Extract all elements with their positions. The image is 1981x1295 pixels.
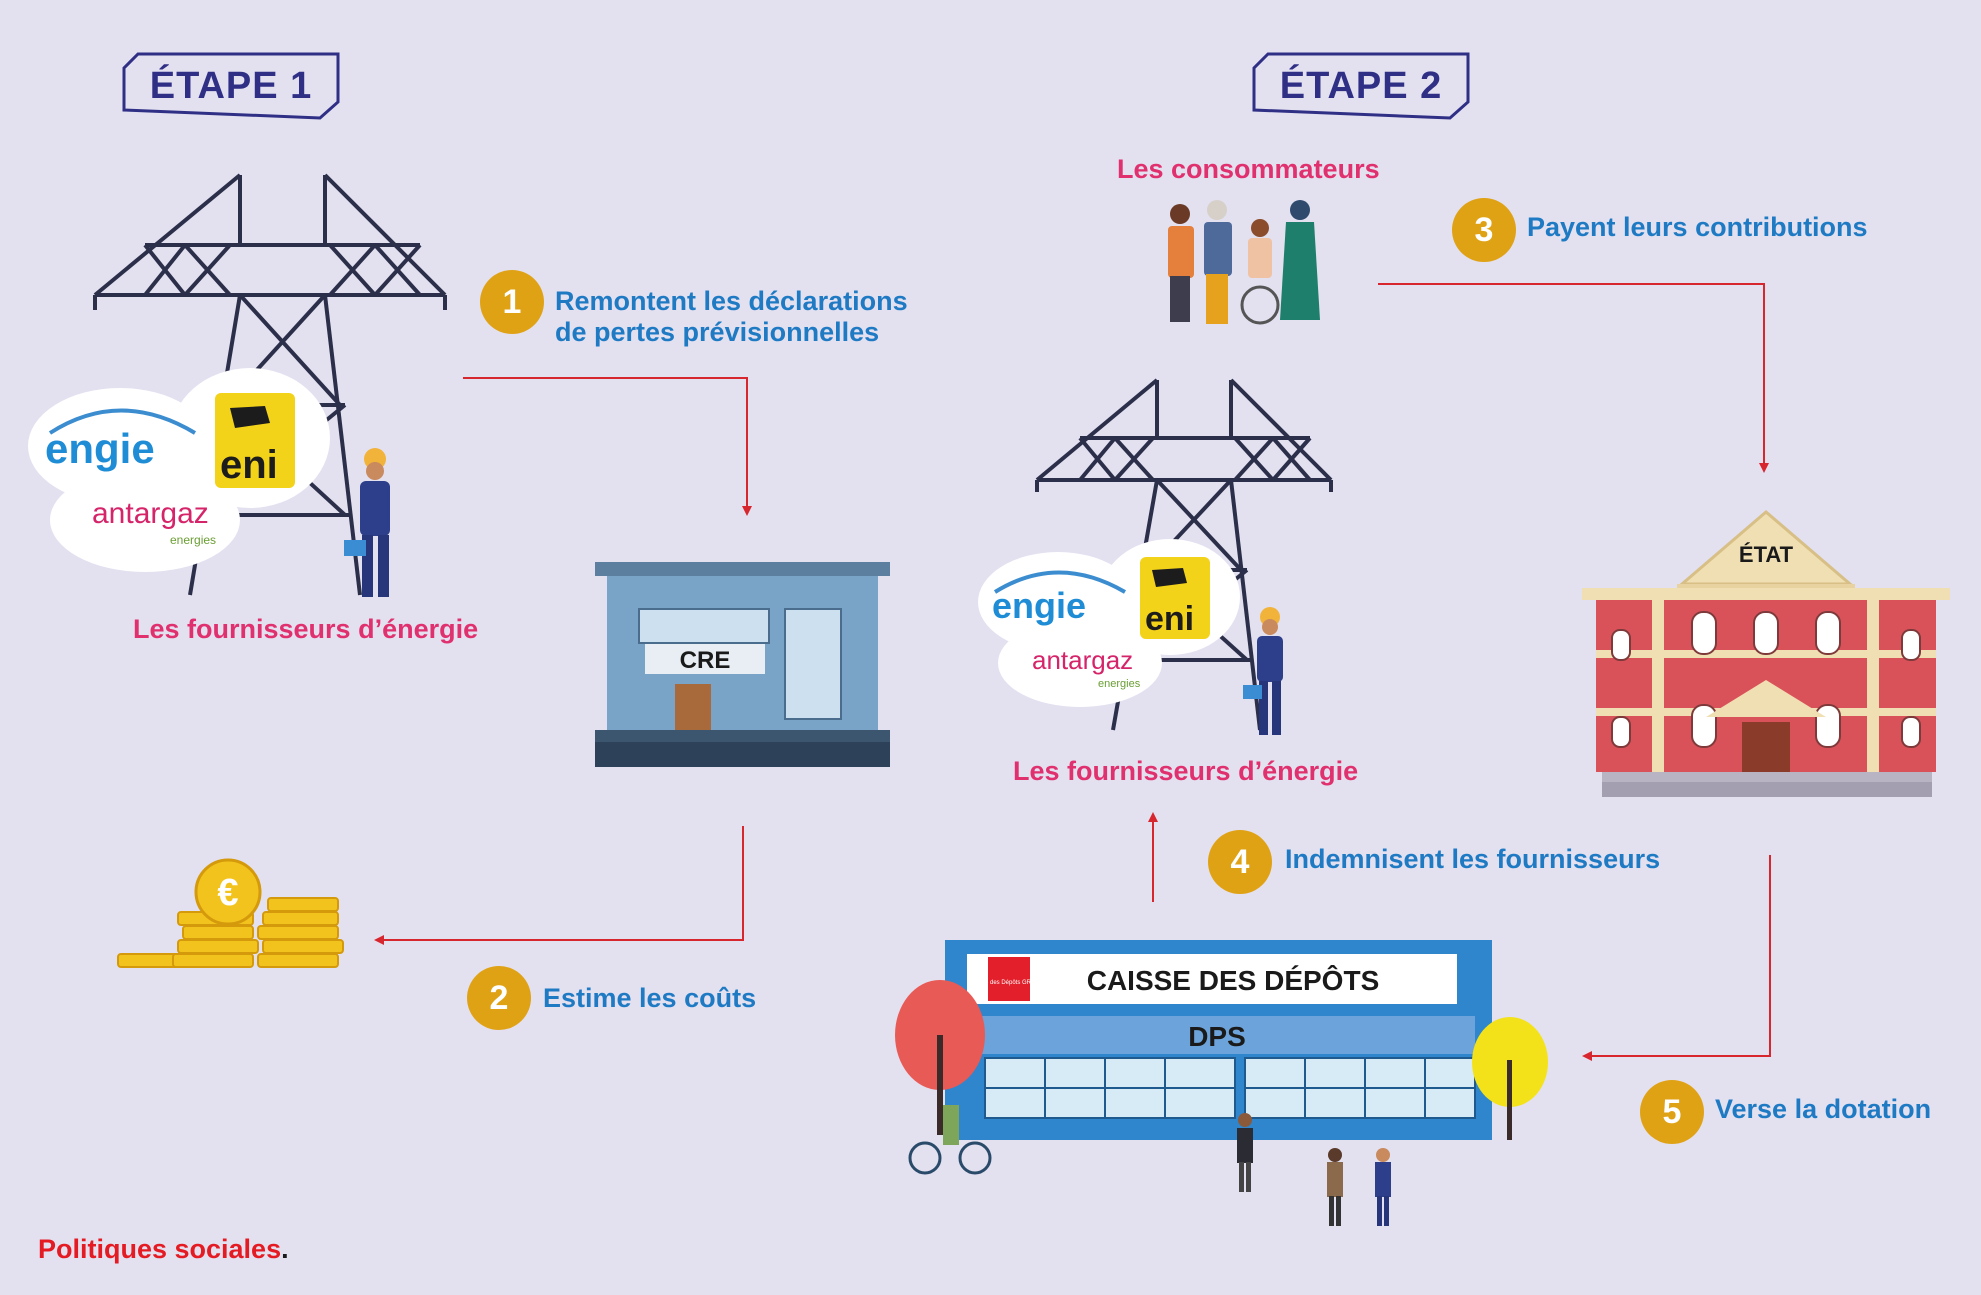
worker-icon-2: [1243, 607, 1283, 735]
engie-logo: engie: [45, 425, 155, 472]
eni-logo: eni: [220, 443, 278, 487]
energy-supplier-logos: engie eni antargaz energies: [28, 368, 330, 572]
step-1-badge: 1: [480, 270, 544, 334]
caisse-des-depots-building: Caisse des Dépôts GROUPE CAISSE DES DÉPÔ…: [895, 940, 1548, 1226]
footer-brand-text: Politiques sociales: [38, 1234, 282, 1264]
etape-2-badge-frame: [1252, 52, 1470, 120]
step-4-badge: 4: [1208, 830, 1272, 894]
cre-label: CRE: [680, 647, 731, 674]
euro-symbol: €: [217, 872, 238, 914]
engie-logo-2: engie: [992, 585, 1086, 626]
cre-building: CRE: [595, 562, 890, 767]
arrow-step-2: [382, 826, 744, 941]
step-5-badge: 5: [1640, 1080, 1704, 1144]
step-1-line-2: de pertes prévisionnelles: [555, 317, 880, 347]
etape-1-label: ÉTAPE 1: [149, 64, 313, 107]
step-2-badge: 2: [467, 966, 531, 1030]
etape-1-badge: ÉTAPE 1: [120, 52, 342, 120]
etape-1-badge-frame: [122, 52, 340, 120]
eni-logo-2: eni: [1145, 600, 1194, 638]
step-1-text: Remontent les déclarations de pertes pré…: [555, 286, 908, 348]
etape-2-badge: ÉTAPE 2: [1250, 52, 1472, 120]
worker-icon: [344, 448, 390, 597]
antargaz-logo: antargaz: [92, 497, 209, 530]
energy-supplier-logos-2: engie eni antargaz energies: [978, 539, 1240, 707]
step-3-text: Payent leurs contributions: [1527, 212, 1868, 242]
antargaz-energies-label: energies: [170, 533, 216, 547]
arrow-step-1: [463, 377, 748, 508]
etat-label: ÉTAT: [1739, 542, 1794, 567]
consumers-icon: [1168, 200, 1320, 325]
antargaz-energies-label-2: energies: [1098, 678, 1141, 690]
footer-brand: Politiques sociales.: [38, 1234, 289, 1265]
step-1-line-1: Remontent les déclarations: [555, 286, 908, 316]
antargaz-logo-2: antargaz: [1032, 645, 1133, 675]
footer-brand-dot: .: [281, 1234, 289, 1264]
etape-2-label: ÉTAPE 2: [1279, 64, 1443, 107]
energy-suppliers-label-1: Les fournisseurs d’énergie: [133, 614, 479, 644]
euro-coins: €: [117, 858, 344, 968]
arrow-step-3: [1378, 283, 1765, 465]
step-2-text: Estime les coûts: [543, 983, 757, 1013]
consumers-label: Les consommateurs: [1117, 154, 1380, 184]
cdc-logo: Caisse des Dépôts GROUPE: [970, 980, 1048, 986]
etat-building: ÉTAT: [1582, 510, 1950, 797]
arrow-step-5: [1590, 855, 1771, 1057]
caisse-label: CAISSE DES DÉPÔTS: [1087, 964, 1380, 996]
step-4-text: Indemnisent les fournisseurs: [1285, 844, 1661, 874]
step-5-text: Verse la dotation: [1715, 1094, 1932, 1124]
energy-suppliers-label-2: Les fournisseurs d’énergie: [1013, 756, 1359, 786]
step-3-badge: 3: [1452, 198, 1516, 262]
dps-label: DPS: [1188, 1021, 1246, 1052]
